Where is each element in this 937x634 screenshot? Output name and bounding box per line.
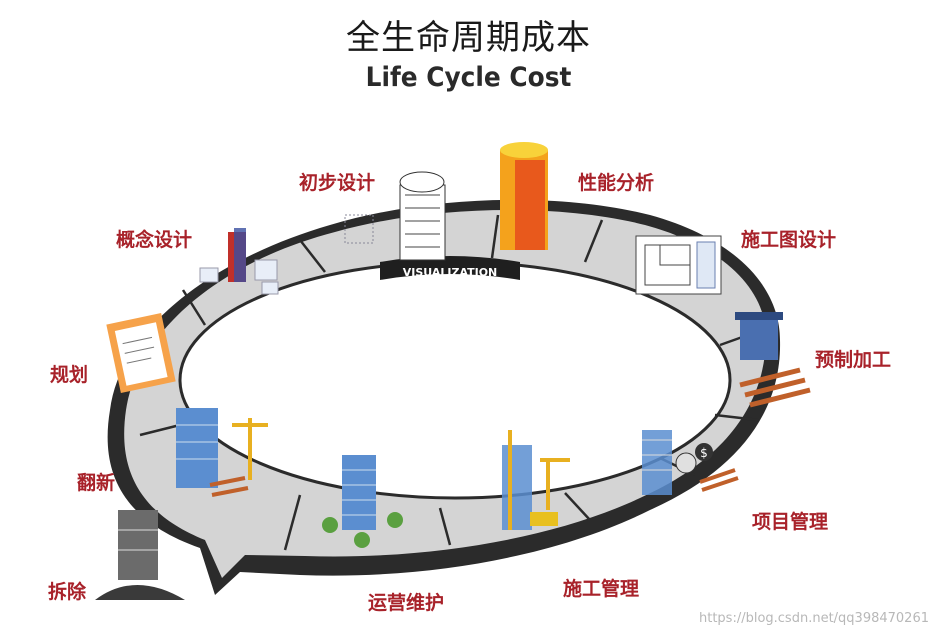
demolition-rubble-icon — [95, 510, 185, 600]
project-mgmt-icon: $ — [642, 430, 739, 495]
stage-label-planning: 规划 — [50, 364, 89, 386]
ring-banner-label: VISUALIZATION — [403, 266, 498, 279]
construction-drawing-icon — [635, 235, 722, 295]
operation-building-icon — [322, 455, 403, 548]
svg-text:$: $ — [700, 446, 708, 460]
stage-label-operation-maintenance: 运营维护 — [368, 592, 445, 614]
stage-label-prefabrication: 预制加工 — [815, 349, 892, 371]
page-subtitle: Life Cycle Cost — [365, 62, 572, 93]
performance-building-icon — [500, 142, 548, 250]
planning-clipboard-icon — [106, 312, 176, 394]
page-title: 全生命周期成本 — [346, 18, 591, 58]
stage-label-construction-drawing: 施工图设计 — [741, 229, 837, 251]
prelim-building-icon — [344, 171, 446, 261]
stage-label-construction-management: 施工管理 — [563, 578, 640, 600]
renovation-building-icon — [176, 408, 268, 497]
concept-building-icon — [199, 228, 279, 295]
stage-label-renovation: 翻新 — [77, 472, 116, 494]
stage-label-project-management: 项目管理 — [752, 511, 829, 533]
stage-label-demolition: 拆除 — [48, 581, 87, 603]
construction-mgmt-icon — [502, 430, 570, 530]
watermark-url: https://blog.csdn.net/qq398470261 — [698, 611, 929, 626]
prefab-machine-icon — [735, 312, 811, 408]
stage-label-performance-analysis: 性能分析 — [578, 172, 655, 194]
stage-label-preliminary-design: 初步设计 — [299, 172, 376, 194]
stage-label-concept-design: 概念设计 — [116, 229, 193, 251]
